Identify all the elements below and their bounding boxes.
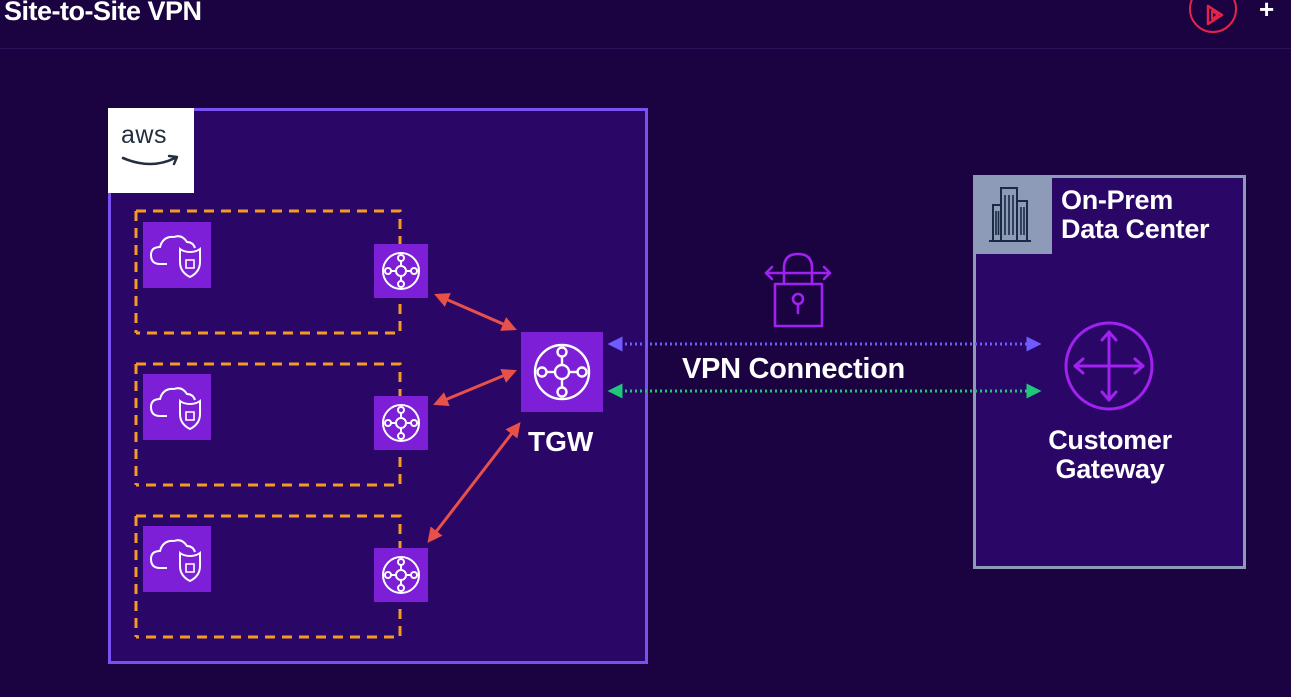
aws-logo [108, 108, 194, 193]
tgw-attachment-icon [382, 252, 420, 290]
aws-logo-text: aws [121, 121, 167, 149]
vpc-group-1 [134, 209, 428, 335]
building-icon [989, 187, 1031, 242]
tgw-attachment-icon [382, 556, 420, 594]
page-title: Site-to-Site VPN [4, 0, 202, 26]
vpn-connection-label: VPN Connection [682, 353, 905, 385]
play-icon [1206, 4, 1223, 25]
add-button[interactable]: + [1259, 0, 1275, 24]
onprem-title: On-Prem Data Center [1061, 185, 1210, 244]
onprem-badge [973, 175, 1052, 254]
customer-gateway-line1: Customer [1048, 425, 1172, 455]
cloud-shield-icon [149, 539, 201, 583]
vpn-lock-icon [764, 252, 832, 328]
tgw-link-arrow-3 [427, 422, 521, 543]
router-icon [1064, 321, 1154, 411]
aws-smile-icon [121, 154, 179, 166]
vpc-group-3 [134, 514, 428, 639]
customer-gateway-line2: Gateway [1055, 454, 1165, 484]
customer-gateway-label: Customer Gateway [1040, 426, 1180, 484]
onprem-title-line1: On-Prem [1061, 185, 1173, 215]
tgw-link-arrow-2 [433, 368, 517, 407]
cloud-shield-icon [149, 235, 201, 279]
transit-gateway-icon [533, 343, 591, 401]
vpc-group-2 [134, 362, 428, 487]
header-bar [0, 0, 1291, 49]
onprem-title-line2: Data Center [1061, 214, 1210, 244]
cloud-shield-icon [149, 387, 201, 431]
play-button[interactable] [1189, 0, 1237, 33]
tgw-link-arrow-1 [434, 293, 517, 331]
tgw-attachment-icon [382, 404, 420, 442]
tgw-label: TGW [528, 426, 594, 457]
